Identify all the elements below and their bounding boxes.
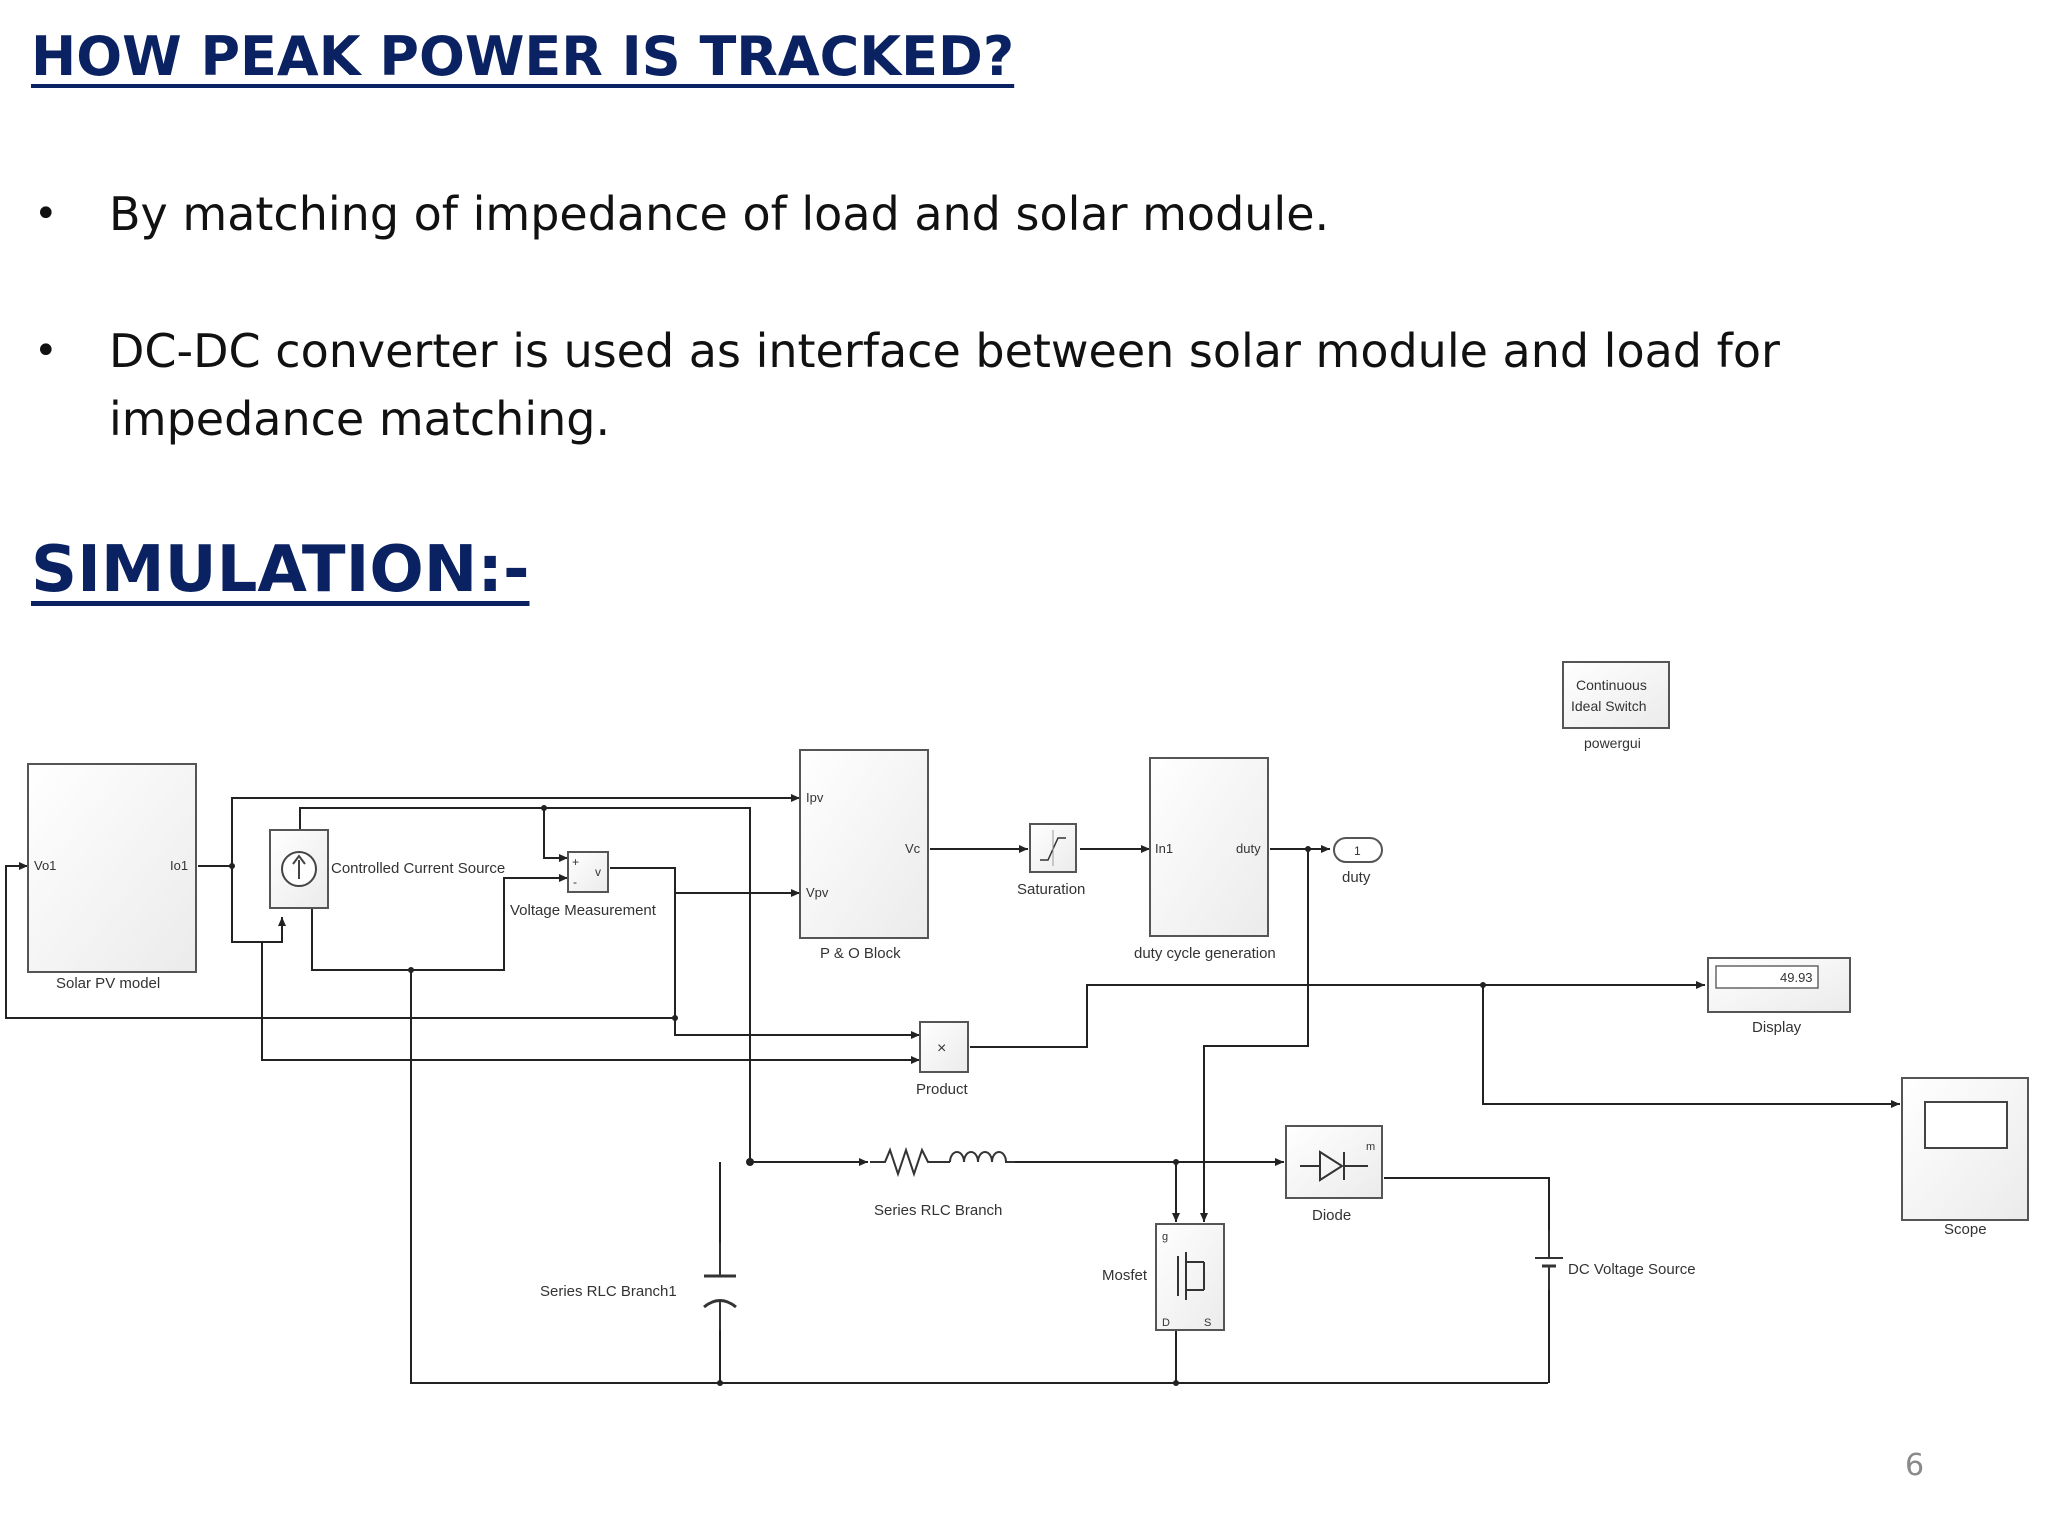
junction-dots bbox=[229, 805, 1486, 1386]
powergui-label: powergui bbox=[1584, 735, 1641, 751]
mosfet-g-port: g bbox=[1162, 1231, 1168, 1243]
product-label: Product bbox=[916, 1081, 969, 1098]
po-block[interactable]: Ipv Vpv Vc P & O Block bbox=[799, 749, 929, 962]
bullet-dot-icon: • bbox=[34, 328, 58, 374]
vm-minus-label: - bbox=[573, 875, 577, 889]
po-vpv-port-label: Vpv bbox=[806, 885, 829, 900]
scope-screen-icon bbox=[1924, 1101, 2008, 1149]
bullet-text: By matching of impedance of load and sol… bbox=[109, 187, 1330, 241]
product-multiply-icon: × bbox=[937, 1040, 946, 1057]
solar-in-port-label: Vo1 bbox=[34, 858, 56, 873]
display-value: 49.93 bbox=[1780, 970, 1813, 985]
mosfet-icon bbox=[1177, 1252, 1205, 1300]
controlled-current-source-block[interactable]: Controlled Current Source bbox=[269, 829, 505, 909]
mosfet-label: Mosfet bbox=[1102, 1267, 1148, 1284]
simulink-diagram: Vo1 Io1 Solar PV model Controlled Curren… bbox=[5, 661, 2029, 1386]
display-block[interactable]: 49.93 Display bbox=[1707, 957, 1851, 1036]
bullet-dot-icon: • bbox=[34, 191, 58, 237]
slide-title: HOW PEAK POWER IS TRACKED? bbox=[31, 25, 1015, 88]
dc-voltage-source-label: DC Voltage Source bbox=[1568, 1261, 1696, 1278]
series-rlc-branch-block[interactable]: Series RLC Branch bbox=[870, 1146, 1015, 1219]
mosfet-block[interactable]: g D S Mosfet bbox=[1102, 1223, 1225, 1331]
section-heading: SIMULATION:- bbox=[31, 533, 530, 607]
solar-pv-model-block[interactable]: Vo1 Io1 Solar PV model bbox=[27, 763, 197, 992]
diode-label: Diode bbox=[1312, 1207, 1351, 1224]
product-block[interactable]: × Product bbox=[916, 1021, 969, 1098]
series-rlc-branch-label: Series RLC Branch bbox=[874, 1202, 1002, 1219]
scope-block[interactable]: Scope bbox=[1901, 1077, 2029, 1238]
diode-block[interactable]: m Diode bbox=[1285, 1125, 1383, 1224]
signal-wires bbox=[5, 794, 1900, 1384]
diode-icon bbox=[1300, 1150, 1368, 1182]
solar-out-port-label: Io1 bbox=[170, 858, 188, 873]
saturation-label: Saturation bbox=[1017, 881, 1085, 898]
page-number: 6 bbox=[1905, 1448, 1925, 1483]
voltage-measurement-block[interactable]: + - v Voltage Measurement bbox=[510, 851, 657, 919]
duty-gen-out-port-label: duty bbox=[1236, 841, 1261, 856]
duty-cycle-generation-block[interactable]: In1 duty duty cycle generation bbox=[1134, 757, 1276, 962]
diode-m-port: m bbox=[1366, 1141, 1375, 1153]
saturation-block[interactable]: Saturation bbox=[1017, 823, 1085, 898]
controlled-current-source-label: Controlled Current Source bbox=[331, 860, 505, 877]
inductor-icon bbox=[949, 1151, 1015, 1163]
duty-outport-block[interactable]: 1 duty bbox=[1333, 837, 1383, 886]
po-vc-port-label: Vc bbox=[905, 841, 921, 856]
series-rlc-branch1-label: Series RLC Branch1 bbox=[540, 1283, 677, 1300]
mosfet-s-port: S bbox=[1204, 1317, 1211, 1329]
scope-label: Scope bbox=[1944, 1221, 1987, 1238]
voltage-measurement-label: Voltage Measurement bbox=[510, 902, 657, 919]
solar-pv-model-label: Solar PV model bbox=[56, 975, 160, 992]
po-ipv-port-label: Ipv bbox=[806, 790, 824, 805]
series-rlc-branch1-block[interactable]: Series RLC Branch1 bbox=[540, 1243, 737, 1330]
powergui-line1: Continuous bbox=[1576, 677, 1647, 693]
duty-outport-number: 1 bbox=[1354, 844, 1361, 858]
powergui-line2: Ideal Switch bbox=[1571, 698, 1646, 714]
duty-outport-label: duty bbox=[1342, 869, 1371, 886]
display-label: Display bbox=[1752, 1019, 1802, 1036]
dc-voltage-source-block[interactable]: DC Voltage Source bbox=[1535, 1230, 1696, 1290]
po-block-label: P & O Block bbox=[820, 945, 901, 962]
duty-cycle-generation-label: duty cycle generation bbox=[1134, 945, 1276, 962]
resistor-icon bbox=[870, 1146, 950, 1178]
powergui-block[interactable]: Continuous Ideal Switch powergui bbox=[1562, 661, 1670, 751]
vm-plus-label: + bbox=[572, 855, 579, 869]
duty-gen-in-port-label: In1 bbox=[1155, 841, 1173, 856]
bullet-text: DC-DC converter is used as interface bet… bbox=[109, 324, 1780, 446]
vm-v-label: v bbox=[595, 865, 601, 879]
mosfet-d-port: D bbox=[1162, 1317, 1170, 1329]
